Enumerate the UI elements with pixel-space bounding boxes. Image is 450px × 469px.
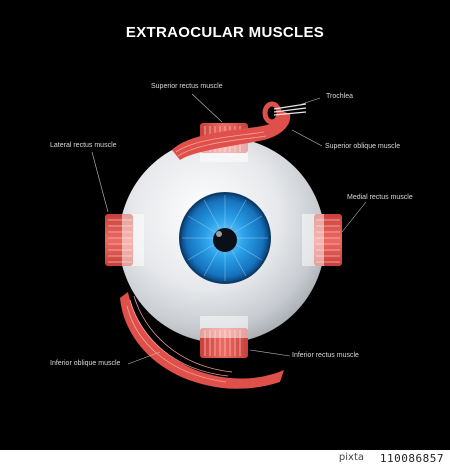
- superior-oblique-muscle: [172, 110, 291, 160]
- label-medial-rectus: Medial rectus muscle: [347, 194, 413, 201]
- label-lateral-rectus: Lateral rectus muscle: [50, 142, 117, 149]
- diagram-title: EXTRAOCULAR MUSCLES: [125, 24, 325, 41]
- leader-line-trochlea: [295, 97, 321, 107]
- leader-line-lateral-rectus: [91, 151, 109, 213]
- diagram-canvas: EXTRAOCULAR MUSCLES: [0, 0, 450, 450]
- leader-line-superior-oblique: [291, 129, 323, 147]
- label-superior-rectus: Superior rectus muscle: [151, 83, 223, 90]
- lateral-rectus-muscle: [105, 214, 144, 266]
- medial-rectus-muscle: [302, 214, 342, 266]
- pupil: [213, 228, 237, 252]
- label-superior-oblique: Superior oblique muscle: [325, 143, 401, 150]
- leader-lines: [91, 93, 367, 365]
- leader-line-inferior-oblique: [127, 351, 161, 365]
- trochlea: [262, 101, 307, 125]
- watermark-brand: pixta: [338, 452, 364, 463]
- inferior-oblique-muscle: [120, 292, 284, 389]
- inferior-rectus-muscle: [200, 316, 248, 358]
- label-inferior-rectus: Inferior rectus muscle: [292, 352, 359, 359]
- leader-line-superior-rectus: [191, 93, 223, 123]
- leader-line-inferior-rectus: [249, 349, 291, 357]
- label-trochlea: Trochlea: [326, 93, 353, 100]
- pupil-highlight: [216, 231, 222, 237]
- watermark-id: 110086857: [379, 452, 444, 465]
- label-inferior-oblique: Inferior oblique muscle: [50, 360, 121, 367]
- watermark-bar: pixta 110086857: [0, 450, 450, 469]
- eye-diagram: [91, 93, 367, 389]
- leader-line-medial-rectus: [341, 201, 367, 233]
